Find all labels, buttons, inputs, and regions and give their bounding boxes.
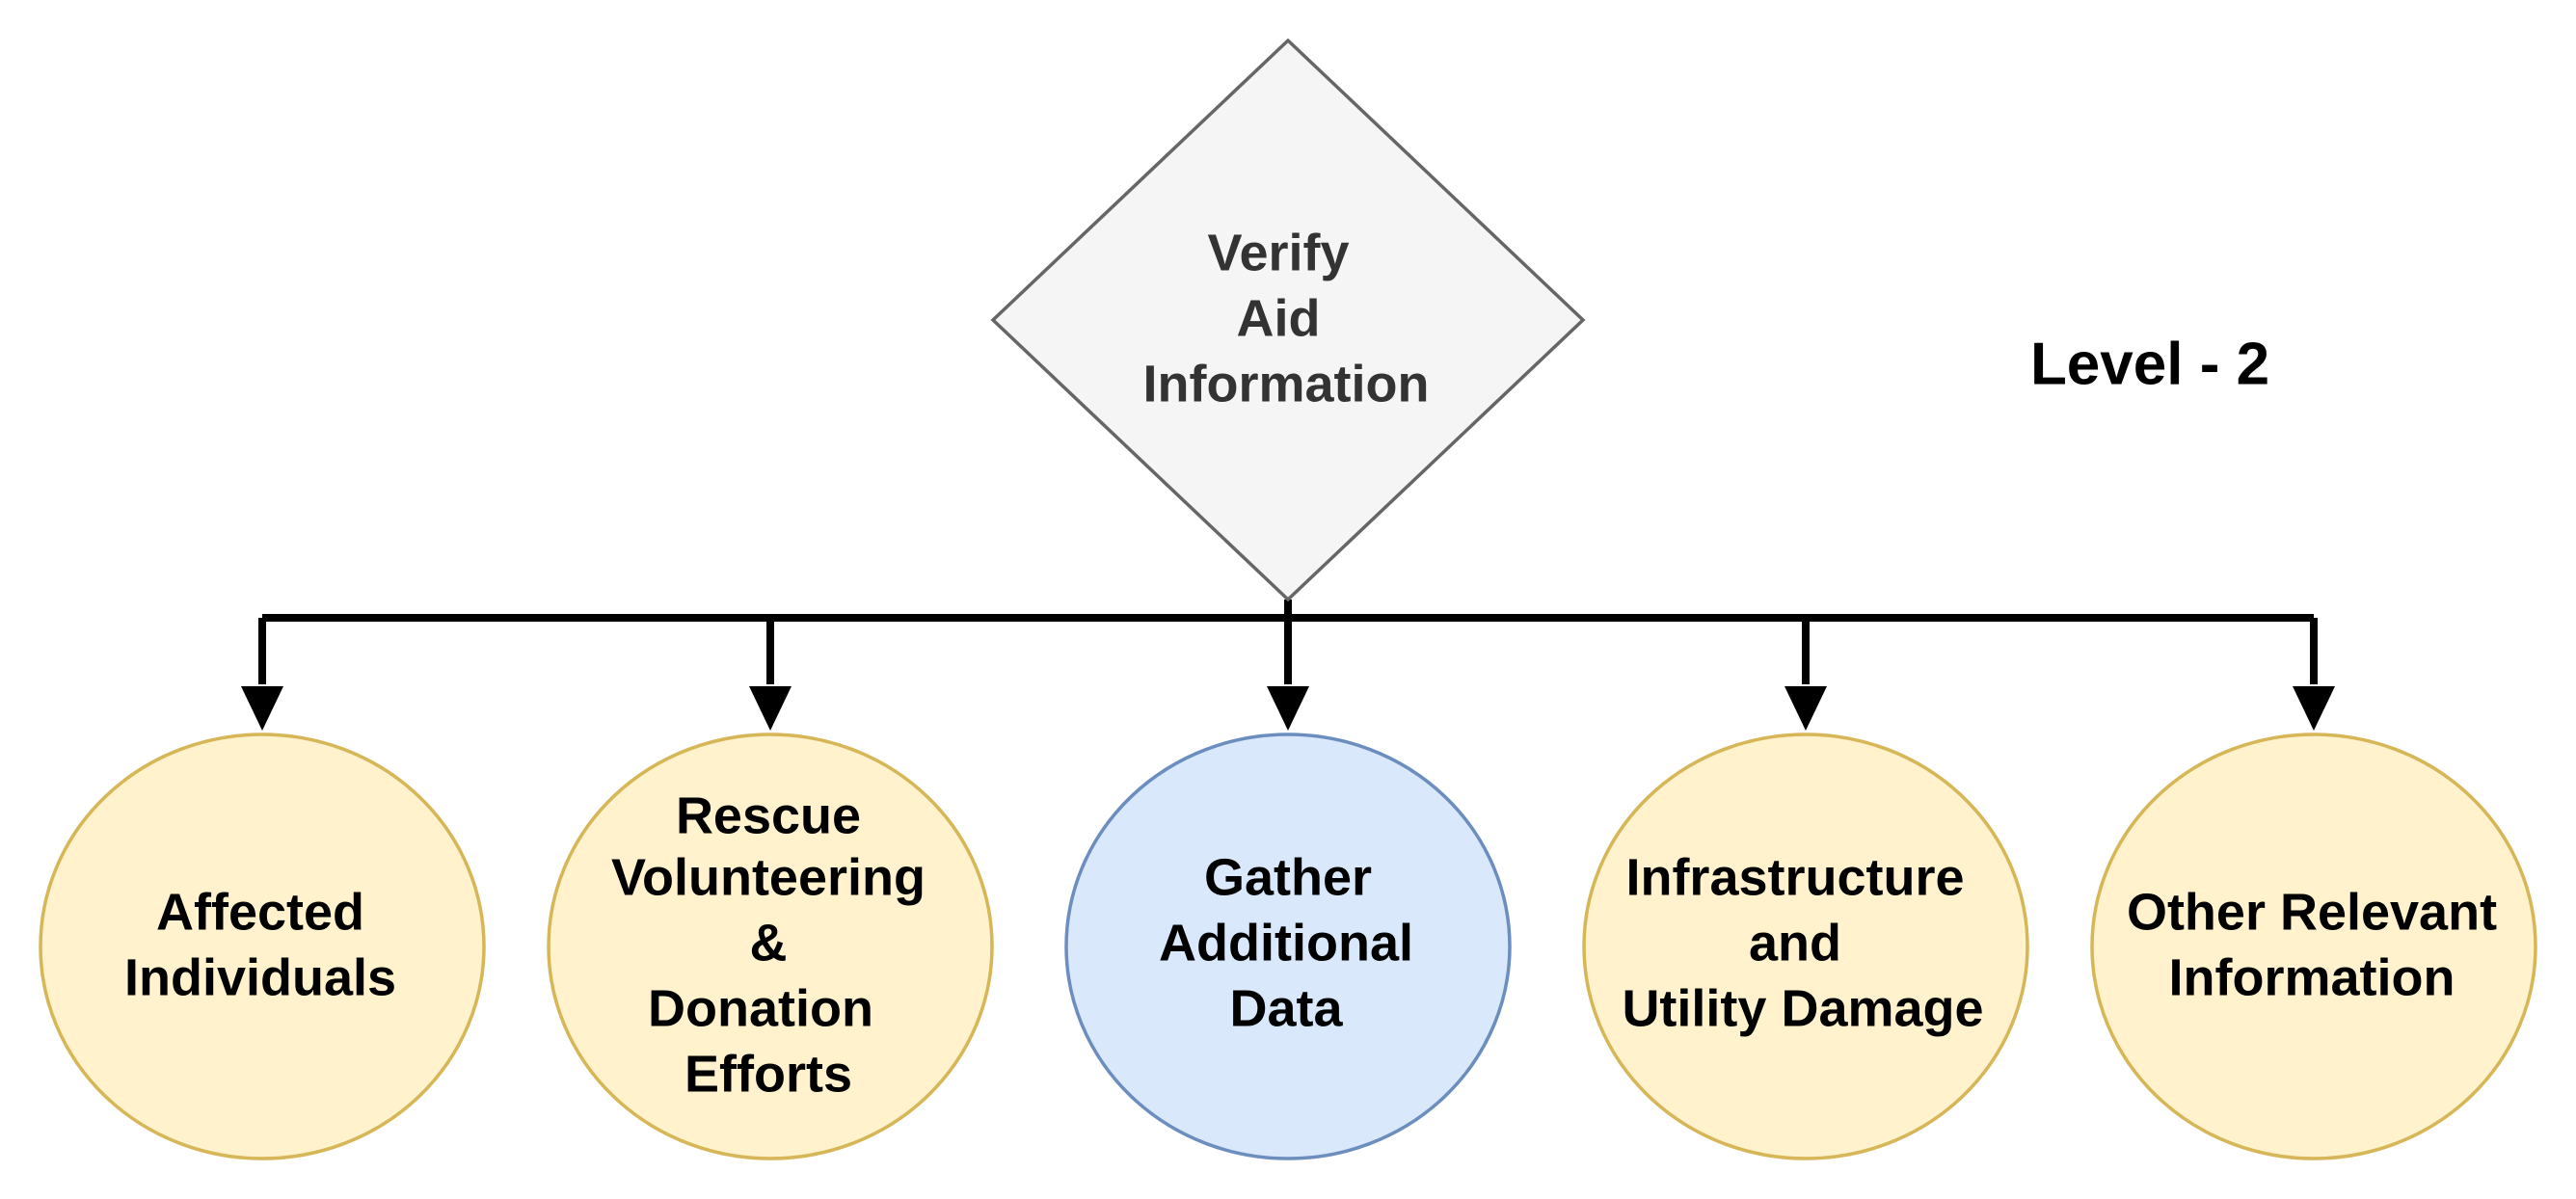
decision-label-line: Information	[1143, 355, 1430, 413]
decision-label-line: Aid	[1237, 289, 1321, 347]
arrowhead-icon	[241, 686, 283, 731]
arrowhead-icon	[749, 686, 792, 731]
node-label-line: Volunteering	[611, 848, 926, 906]
node-gather-additional-data[interactable]: Gather Additional Data	[1064, 733, 1512, 1160]
arrowhead-icon	[2293, 686, 2335, 731]
level-label: Level - 2	[2030, 331, 2269, 397]
decision-diamond-shape	[990, 38, 1586, 602]
node-label-line: Individuals	[124, 948, 396, 1006]
node-label-line: Efforts	[684, 1045, 852, 1103]
node-label-line: Additional	[1159, 914, 1413, 972]
node-label-line: Information	[2169, 948, 2455, 1006]
node-label-line: Gather	[1204, 848, 1372, 906]
decision-node[interactable]: Verify Aid Information	[990, 38, 1586, 602]
node-label-line: Donation	[648, 979, 873, 1037]
node-label-line: Infrastructure	[1625, 848, 1964, 906]
node-ellipse	[1064, 733, 1512, 1160]
node-affected-individuals[interactable]: Affected Individuals	[39, 733, 486, 1160]
connectors	[241, 600, 2335, 731]
node-label-line: and	[1749, 914, 1841, 972]
arrowhead-icon	[1784, 686, 1827, 731]
node-label-line: Data	[1229, 979, 1343, 1037]
node-ellipse	[39, 733, 486, 1160]
node-other-relevant-information[interactable]: Other Relevant Information	[2090, 733, 2537, 1160]
node-label-line: Affected	[156, 883, 364, 941]
node-ellipse	[2090, 733, 2537, 1160]
node-label-line: &	[750, 914, 788, 972]
arrowhead-icon	[1267, 686, 1309, 731]
node-rescue-volunteering[interactable]: Rescue Volunteering & Donation Efforts	[547, 733, 994, 1160]
node-label-line: Utility Damage	[1622, 979, 1983, 1037]
node-label-line: Other Relevant	[2127, 883, 2497, 941]
node-infrastructure-damage[interactable]: Infrastructure and Utility Damage	[1582, 733, 2029, 1160]
node-label-line: Rescue	[676, 786, 861, 844]
decision-label-line: Verify	[1207, 224, 1349, 281]
node-ellipse	[1582, 733, 2029, 1160]
node-ellipse	[547, 733, 994, 1160]
